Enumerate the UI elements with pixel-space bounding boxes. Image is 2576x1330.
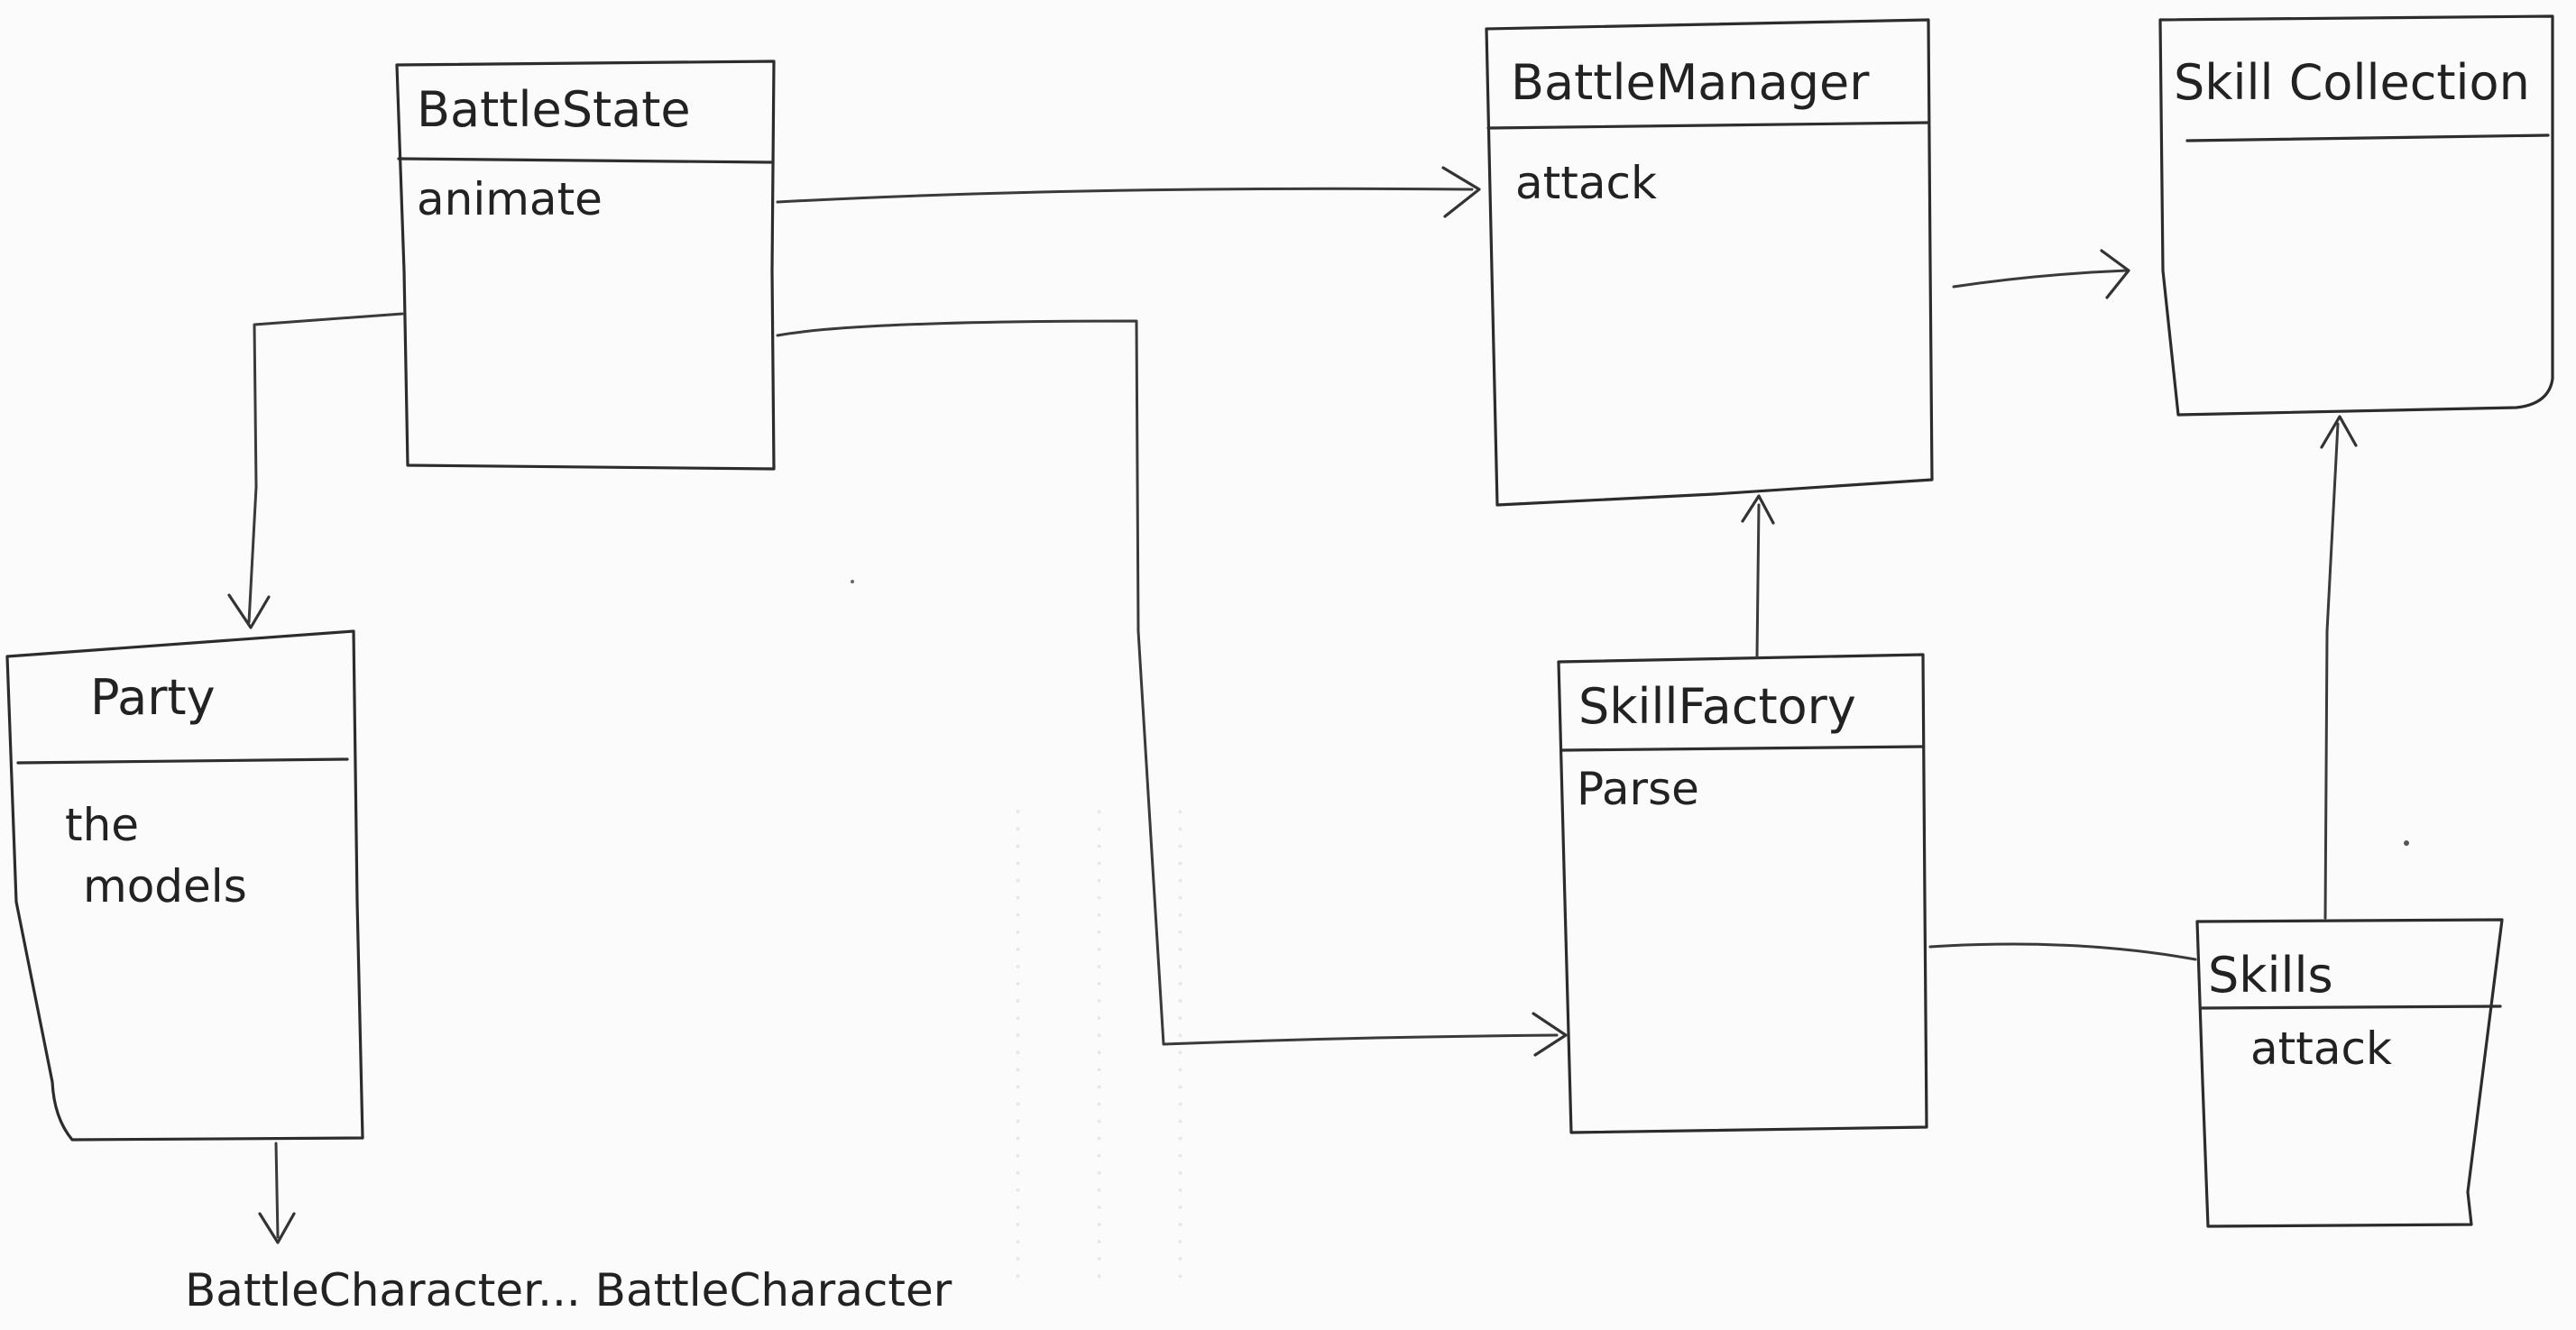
class-name-battle-state: BattleState	[417, 81, 691, 138]
arrowhead-battle-character	[258, 1212, 296, 1244]
class-battle-manager: BattleManager attack	[1485, 18, 1934, 507]
edge-battle-state-to-battle-manager	[776, 166, 1481, 218]
class-member-skill-factory-0: Parse	[1577, 763, 1699, 815]
class-member-party-0: the	[65, 799, 139, 851]
arrowhead-skill-collection-from-skills	[2320, 415, 2358, 449]
class-box-battle-manager	[1485, 18, 1934, 507]
arrowhead-skill-collection-from-manager	[2100, 249, 2130, 299]
class-member-battle-state-0: animate	[417, 173, 603, 225]
class-divider-battle-manager	[1486, 121, 1930, 130]
class-battle-state: BattleState animate	[395, 60, 776, 471]
class-member-party-1: models	[83, 860, 247, 913]
class-skill-factory: SkillFactory Parse	[1557, 653, 1928, 1134]
paper-bleed-through: . . . . . . . . . . . . . . . . . . . . …	[995, 808, 1189, 1281]
arrowhead-skill-factory	[1532, 1012, 1568, 1057]
arrowhead-party	[227, 593, 271, 629]
class-divider-party	[16, 757, 349, 765]
arrowhead-battle-manager	[1441, 166, 1481, 218]
svg-text:. . . . . . . . . . . . . . .: . . . . . . . . . . . . . . . . . . . . …	[995, 808, 1026, 1281]
edge-skill-factory-to-skills	[1928, 942, 2197, 961]
class-box-skill-collection	[2158, 14, 2554, 417]
edge-battle-state-to-party	[227, 312, 404, 629]
pencil-speck	[2404, 840, 2409, 846]
edge-skill-factory-to-battle-manager	[1741, 494, 1775, 658]
arrowhead-battle-manager-from-factory	[1741, 494, 1775, 525]
class-box-battle-state	[395, 60, 776, 471]
edge-battle-state-to-skill-factory	[776, 319, 1568, 1057]
class-member-battle-manager-0: attack	[1515, 157, 1657, 209]
class-name-party: Party	[90, 669, 216, 726]
edge-battle-manager-to-skill-collection	[1952, 249, 2130, 299]
class-skill-collection: Skill Collection	[2158, 14, 2554, 417]
edge-skills-to-skill-collection	[2320, 415, 2358, 920]
class-divider-skill-factory	[1560, 745, 1925, 752]
pencil-speck	[851, 580, 854, 583]
class-skills: Skills attack	[2195, 918, 2504, 1228]
class-box-skill-factory	[1557, 653, 1928, 1134]
class-party: Party the models	[5, 629, 364, 1142]
class-box-party	[5, 629, 364, 1142]
class-name-skills: Skills	[2208, 947, 2333, 1004]
battle-character-caption: BattleCharacter... BattleCharacter	[185, 1264, 952, 1316]
class-divider-skill-collection	[2185, 133, 2550, 142]
class-name-battle-manager: BattleManager	[1511, 54, 1870, 111]
svg-text:. . . . . . . . . . . . . . .: . . . . . . . . . . . . . . . . . . . . …	[1076, 808, 1108, 1281]
edge-party-to-battle-character	[258, 1142, 296, 1244]
class-member-skills-0: attack	[2250, 1023, 2392, 1075]
class-divider-battle-state	[397, 157, 775, 164]
class-name-skill-collection: Skill Collection	[2174, 54, 2530, 111]
class-box-skills	[2195, 918, 2504, 1228]
class-divider-skills	[2199, 1004, 2502, 1010]
class-name-skill-factory: SkillFactory	[1578, 678, 1856, 735]
